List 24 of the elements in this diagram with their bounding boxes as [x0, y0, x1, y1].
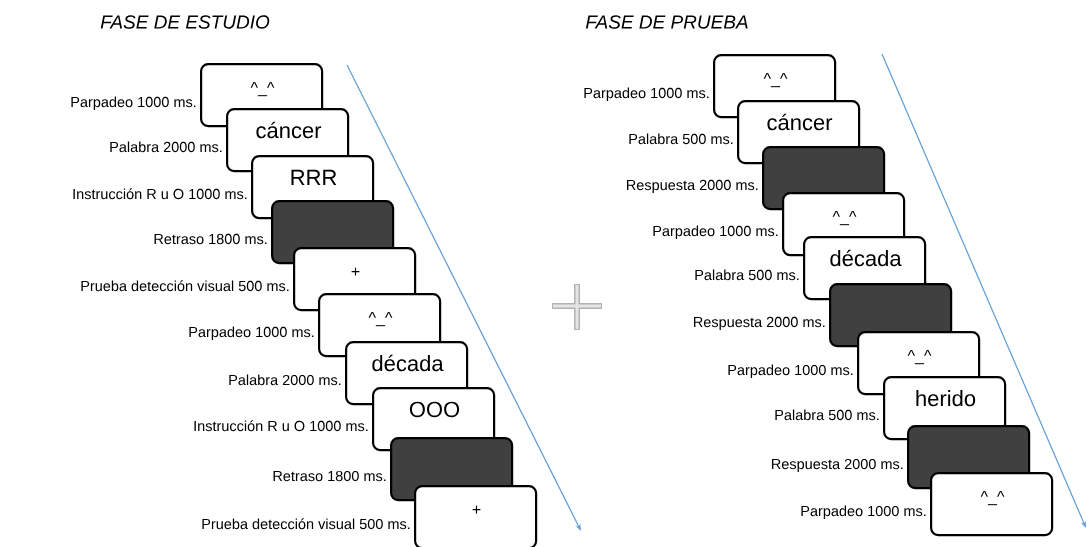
duration-label: Parpadeo 1000 ms.: [653, 225, 778, 239]
duration-label: Parpadeo 1000 ms.: [584, 87, 709, 101]
duration-label: Parpadeo 1000 ms.: [801, 505, 926, 519]
stimulus-card: ^_^: [930, 472, 1054, 537]
duration-label: Prueba detección visual 500 ms.: [202, 518, 410, 530]
duration-label: Retraso 1800 ms.: [154, 233, 267, 245]
phase-title: FASE DE PRUEBA: [585, 15, 748, 29]
duration-label: Prueba detección visual 500 ms.: [81, 280, 289, 292]
duration-label: Retraso 1800 ms.: [273, 470, 386, 482]
duration-label: Parpadeo 1000 ms.: [728, 364, 853, 378]
duration-label: Parpadeo 1000 ms.: [189, 326, 314, 340]
duration-label: Parpadeo 1000 ms.: [71, 96, 196, 110]
duration-label: Palabra 500 ms.: [775, 409, 879, 421]
duration-label: Palabra 500 ms.: [695, 269, 799, 281]
duration-label: Palabra 500 ms.: [629, 133, 733, 145]
duration-label: Instrucción R u O 1000 ms.: [73, 188, 247, 200]
duration-label: Respuesta 2000 ms.: [627, 179, 758, 193]
stimulus-card: +: [414, 485, 538, 547]
phase-title: FASE DE ESTUDIO: [100, 15, 270, 29]
duration-label: Palabra 2000 ms.: [229, 374, 341, 386]
duration-label: Instrucción R u O 1000 ms.: [194, 420, 368, 432]
duration-label: Respuesta 2000 ms.: [772, 458, 903, 472]
duration-label: Respuesta 2000 ms.: [694, 316, 825, 330]
duration-label: Palabra 2000 ms.: [110, 141, 222, 153]
